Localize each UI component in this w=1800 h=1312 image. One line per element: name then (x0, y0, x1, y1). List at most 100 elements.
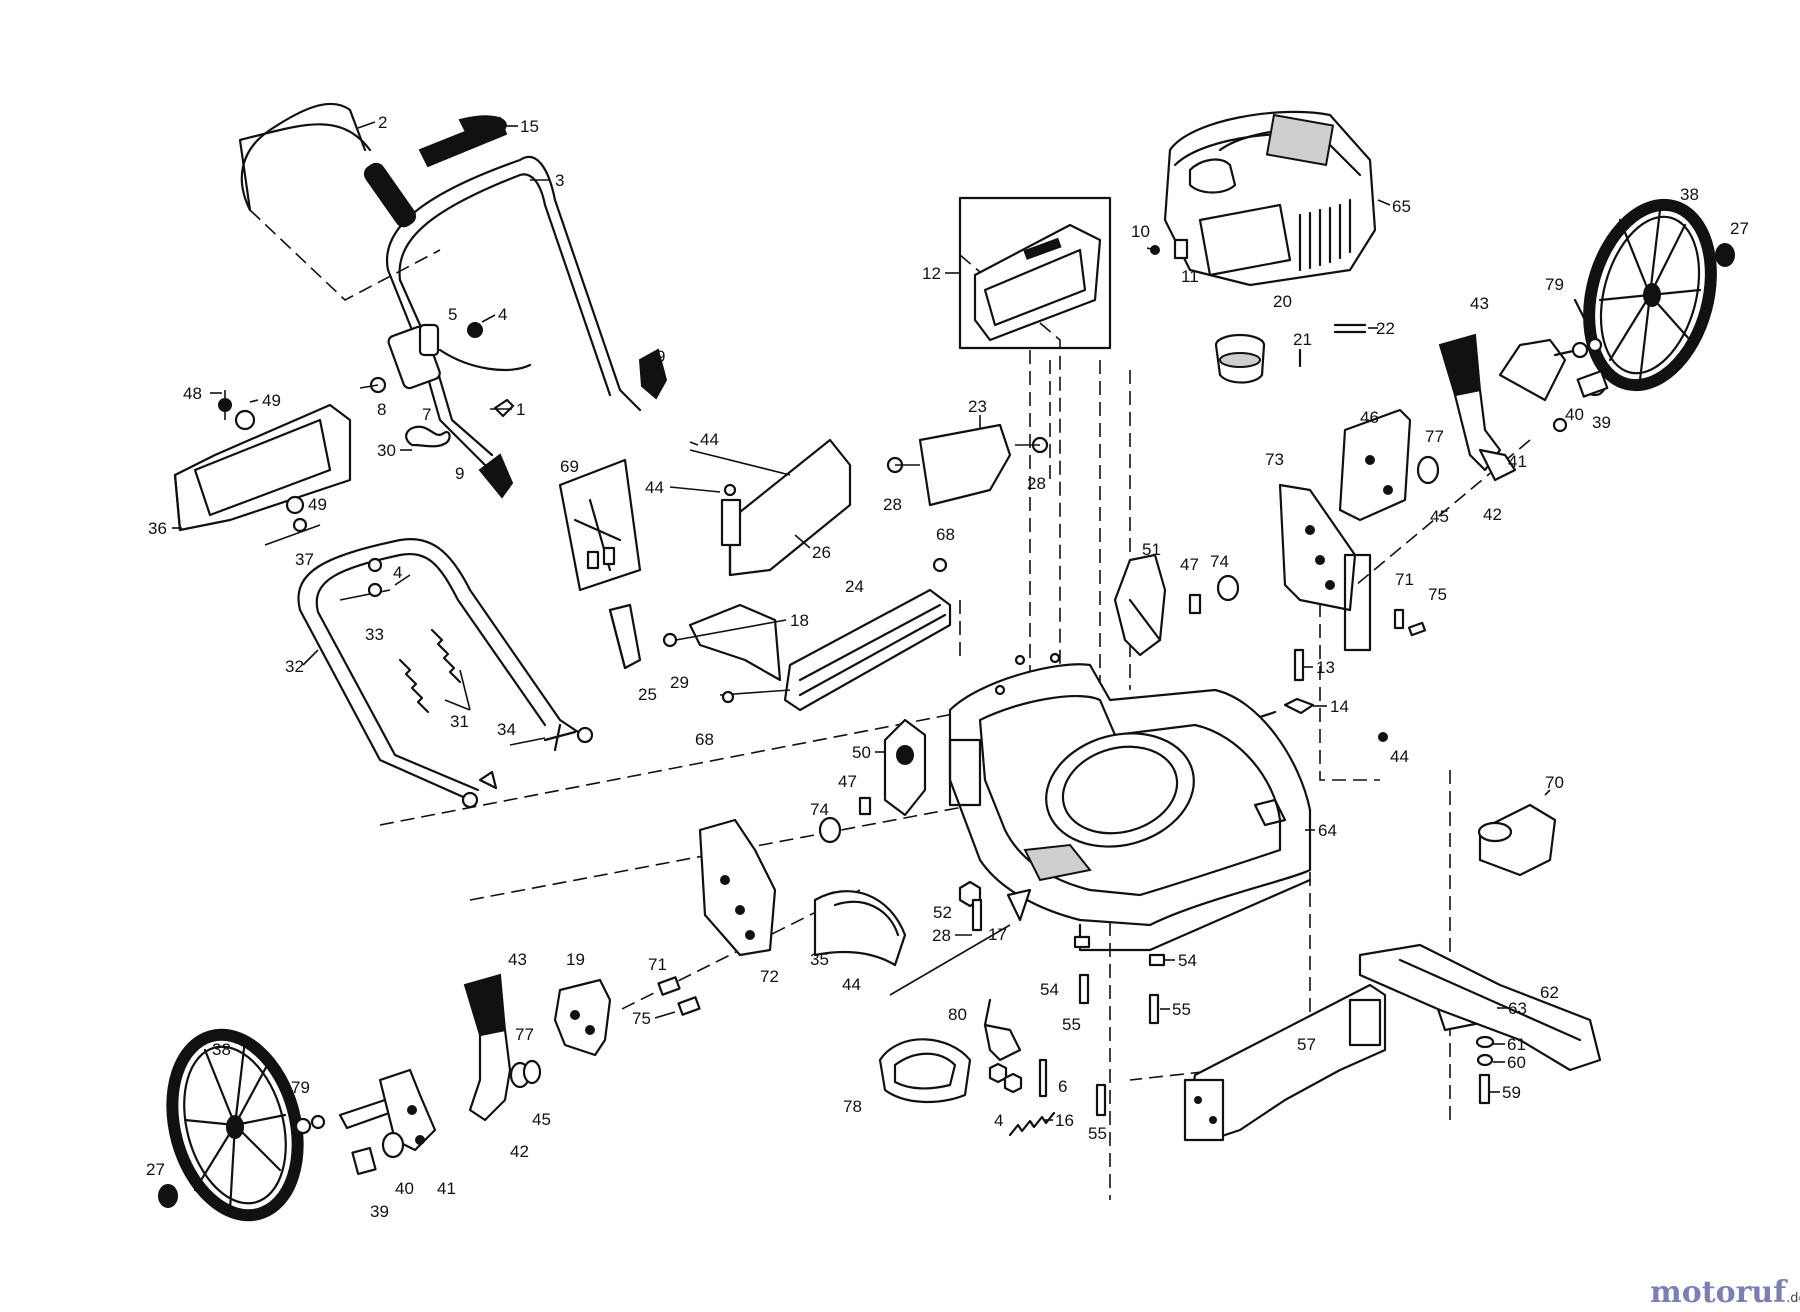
callout-40a: 40 (1565, 405, 1584, 424)
svg-text:39: 39 (370, 1202, 389, 1221)
callout-34: 34 (497, 720, 546, 746)
svg-text:20: 20 (1273, 292, 1292, 311)
callout-78: 78 (843, 1097, 862, 1116)
svg-text:49: 49 (308, 495, 327, 514)
callout-38b: 38 (212, 1040, 231, 1059)
svg-text:47: 47 (1180, 555, 1199, 574)
callout-60: 60 (1493, 1053, 1526, 1072)
svg-text:44: 44 (645, 478, 664, 497)
callout-36: 36 (148, 519, 182, 538)
callout-52: 52 (933, 903, 952, 922)
svg-text:4: 4 (393, 563, 402, 582)
callout-54a: 54 (1040, 980, 1059, 999)
callout-44b: 44 (645, 478, 721, 497)
svg-text:60: 60 (1507, 1053, 1526, 1072)
svg-text:22: 22 (1376, 319, 1395, 338)
svg-text:45: 45 (532, 1110, 551, 1129)
callout-41b: 41 (437, 1179, 456, 1198)
mulch-cover-78 (878, 1038, 972, 1103)
svg-text:64: 64 (1318, 821, 1337, 840)
svg-text:38: 38 (212, 1040, 231, 1059)
callout-47b: 47 (838, 772, 857, 791)
height-adjuster-43b (463, 973, 542, 1122)
callout-51: 51 (1142, 540, 1161, 559)
nuts-4 (988, 1062, 1023, 1094)
svg-text:31: 31 (450, 712, 469, 731)
cable-bracket-80 (983, 998, 1022, 1062)
spring-16 (1008, 1111, 1056, 1137)
callout-28b: 28 (1027, 474, 1046, 493)
svg-text:2: 2 (378, 113, 387, 132)
callout-27b: 27 (146, 1160, 165, 1179)
svg-text:55: 55 (1062, 1015, 1081, 1034)
callout-55c: 55 (1088, 1124, 1107, 1143)
hinge-bracket-25 (608, 603, 642, 670)
svg-text:8: 8 (377, 400, 386, 419)
svg-text:54: 54 (1178, 951, 1197, 970)
svg-text:9: 9 (656, 347, 665, 366)
engine-icon (1150, 110, 1377, 287)
svg-text:7: 7 (422, 405, 431, 424)
watermark: motoruf.de (1650, 1275, 1800, 1310)
callout-28a: 28 (883, 495, 902, 514)
svg-text:10: 10 (1131, 222, 1150, 241)
wheel-bracket-46 (1338, 408, 1412, 522)
callout-11: 11 (1181, 267, 1199, 286)
callout-5: 5 (448, 305, 457, 324)
callout-44c: 44 (1390, 747, 1409, 766)
svg-text:63: 63 (1508, 999, 1527, 1018)
svg-text:16: 16 (1055, 1111, 1074, 1130)
deflector-29 (662, 603, 782, 682)
svg-text:77: 77 (1425, 427, 1444, 446)
svg-text:44: 44 (842, 975, 861, 994)
callout-63: 63 (1497, 999, 1527, 1018)
callout-57: 57 (1297, 1035, 1316, 1054)
svg-text:15: 15 (520, 117, 539, 136)
callout-77b: 77 (515, 1025, 534, 1044)
air-filter-cover-box (958, 196, 1112, 350)
cable-clip-9a (638, 348, 668, 400)
callout-55b: 55 (1160, 1000, 1191, 1019)
mower-deck-icon (948, 652, 1312, 952)
callout-37: 37 (295, 550, 314, 569)
callout-72: 72 (760, 967, 779, 986)
callout-71a: 71 (1395, 570, 1414, 589)
svg-text:59: 59 (1502, 1083, 1521, 1102)
svg-text:34: 34 (497, 720, 516, 739)
handle-knob-assembly (359, 322, 483, 394)
svg-text:27: 27 (146, 1160, 165, 1179)
height-adjuster-43a (1438, 333, 1517, 482)
svg-text:62: 62 (1540, 983, 1559, 1002)
pin-6 (1038, 1058, 1048, 1098)
svg-text:38: 38 (1680, 185, 1699, 204)
callout-43b: 43 (508, 950, 527, 969)
callout-74a: 74 (1210, 552, 1229, 571)
axle-assembly-right (1498, 298, 1609, 433)
height-plate-72 (657, 818, 777, 1016)
svg-text:61: 61 (1507, 1035, 1526, 1054)
wheel-icon (1583, 198, 1717, 392)
svg-text:44: 44 (700, 430, 719, 449)
control-bail (240, 102, 367, 212)
callout-labels: 1 2 3 4 5 7 8 9 9 10 11 12 13 14 15 16 1… (146, 113, 1749, 1221)
svg-text:11: 11 (1181, 267, 1199, 286)
svg-text:54: 54 (1040, 980, 1059, 999)
callout-14: 14 (1313, 697, 1349, 716)
svg-text:68: 68 (936, 525, 955, 544)
callout-28c: 28 (932, 926, 972, 945)
callout-40b: 40 (395, 1179, 414, 1198)
watermark-suffix: .de (1786, 1291, 1800, 1306)
svg-text:37: 37 (295, 550, 314, 569)
callout-71b: 71 (648, 955, 667, 974)
callout-2: 2 (357, 113, 387, 132)
svg-text:21: 21 (1293, 330, 1312, 349)
svg-text:47: 47 (838, 772, 857, 791)
callout-75b: 75 (632, 1009, 676, 1028)
callout-61: 61 (1493, 1035, 1526, 1054)
svg-text:70: 70 (1545, 773, 1564, 792)
svg-text:71: 71 (648, 955, 667, 974)
callout-4c: 4 (994, 1111, 1003, 1130)
spacer-45a (1416, 455, 1440, 485)
callout-79b: 79 (291, 1078, 310, 1097)
svg-text:42: 42 (1483, 505, 1502, 524)
